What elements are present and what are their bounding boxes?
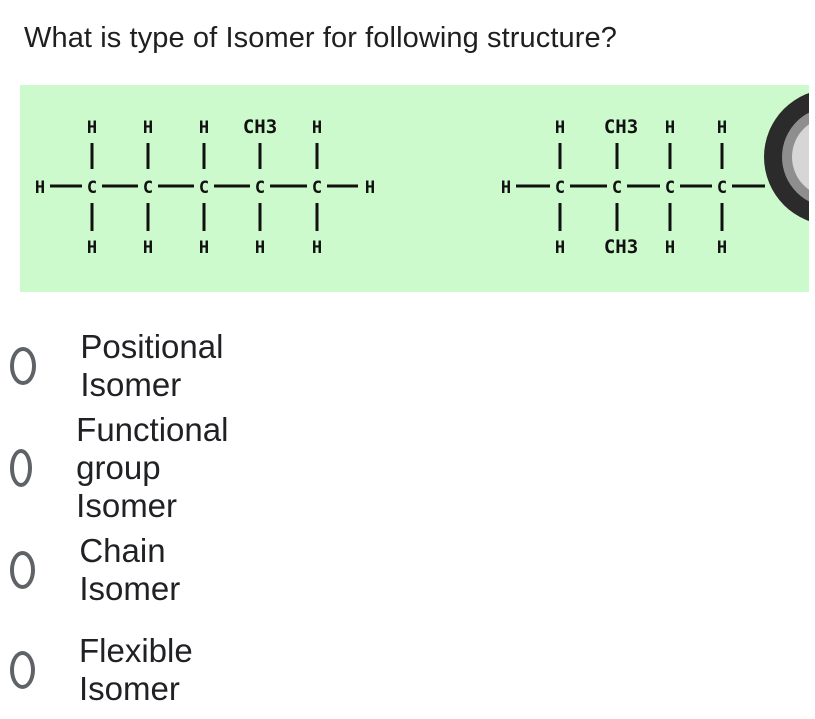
structure2-carbon-4: C [717, 178, 727, 198]
option-positional-isomer[interactable]: Positional Isomer [10, 328, 235, 403]
structure-2: H CH3 H H H C C C C H CH3 H H [501, 116, 765, 258]
structure1-carbon-1: C [87, 178, 97, 198]
structure1-bottom-1: H [87, 238, 97, 258]
molecule-structures: H H H CH3 H H C C C C C H [35, 93, 809, 258]
structure1-top-1: H [87, 118, 97, 138]
structure2-bottom-3: H [665, 238, 675, 258]
structure-1: H H H CH3 H H C C C C C H [35, 116, 375, 258]
question-text: What is type of Isomer for following str… [24, 22, 617, 54]
structure2-top-1: H [555, 118, 565, 138]
option-label: Chain Isomer [79, 532, 181, 607]
radio-button-icon[interactable] [10, 651, 35, 689]
structure1-top-2: H [143, 118, 153, 138]
radio-button-icon[interactable] [10, 551, 36, 589]
structure1-top-5: H [312, 118, 322, 138]
structure2-carbon-2: C [612, 178, 622, 198]
structure1-top-4: CH3 [243, 116, 277, 138]
structure1-left-h: H [35, 178, 45, 198]
option-label: Positional Isomer [80, 328, 224, 403]
structure1-bottom-3: H [199, 238, 209, 258]
structure2-bottom-1: H [555, 238, 565, 258]
structure2-top-3: H [665, 118, 675, 138]
structure2-carbon-1: C [555, 178, 565, 198]
ring-shape-partial [764, 93, 809, 221]
structure2-top-2: CH3 [604, 116, 638, 138]
structure-image: H H H CH3 H H C C C C C H [20, 85, 809, 292]
structure1-bottom-5: H [312, 238, 322, 258]
option-functional-group-isomer[interactable]: Functional group Isomer [10, 411, 244, 524]
structure2-bottom-4: H [717, 238, 727, 258]
structure1-top-3: H [199, 118, 209, 138]
option-label: Functional group Isomer [76, 411, 229, 524]
radio-button-icon[interactable] [10, 347, 37, 385]
structure2-bottom-2: CH3 [604, 236, 638, 258]
structure1-right-h: H [365, 178, 375, 198]
option-flexible-isomer[interactable]: Flexible Isomer [10, 632, 206, 707]
structure1-carbon-3: C [199, 178, 209, 198]
option-label: Flexible Isomer [79, 632, 193, 707]
structure1-bottom-2: H [143, 238, 153, 258]
structure2-left-h: H [501, 178, 511, 198]
structure1-carbon-5: C [312, 178, 322, 198]
option-chain-isomer[interactable]: Chain Isomer [10, 532, 193, 607]
structure1-carbon-2: C [143, 178, 153, 198]
structure1-carbon-4: C [255, 178, 265, 198]
structure2-top-4: H [717, 118, 727, 138]
structure2-carbon-3: C [665, 178, 675, 198]
structure1-bottom-4: H [255, 238, 265, 258]
radio-button-icon[interactable] [10, 449, 33, 487]
